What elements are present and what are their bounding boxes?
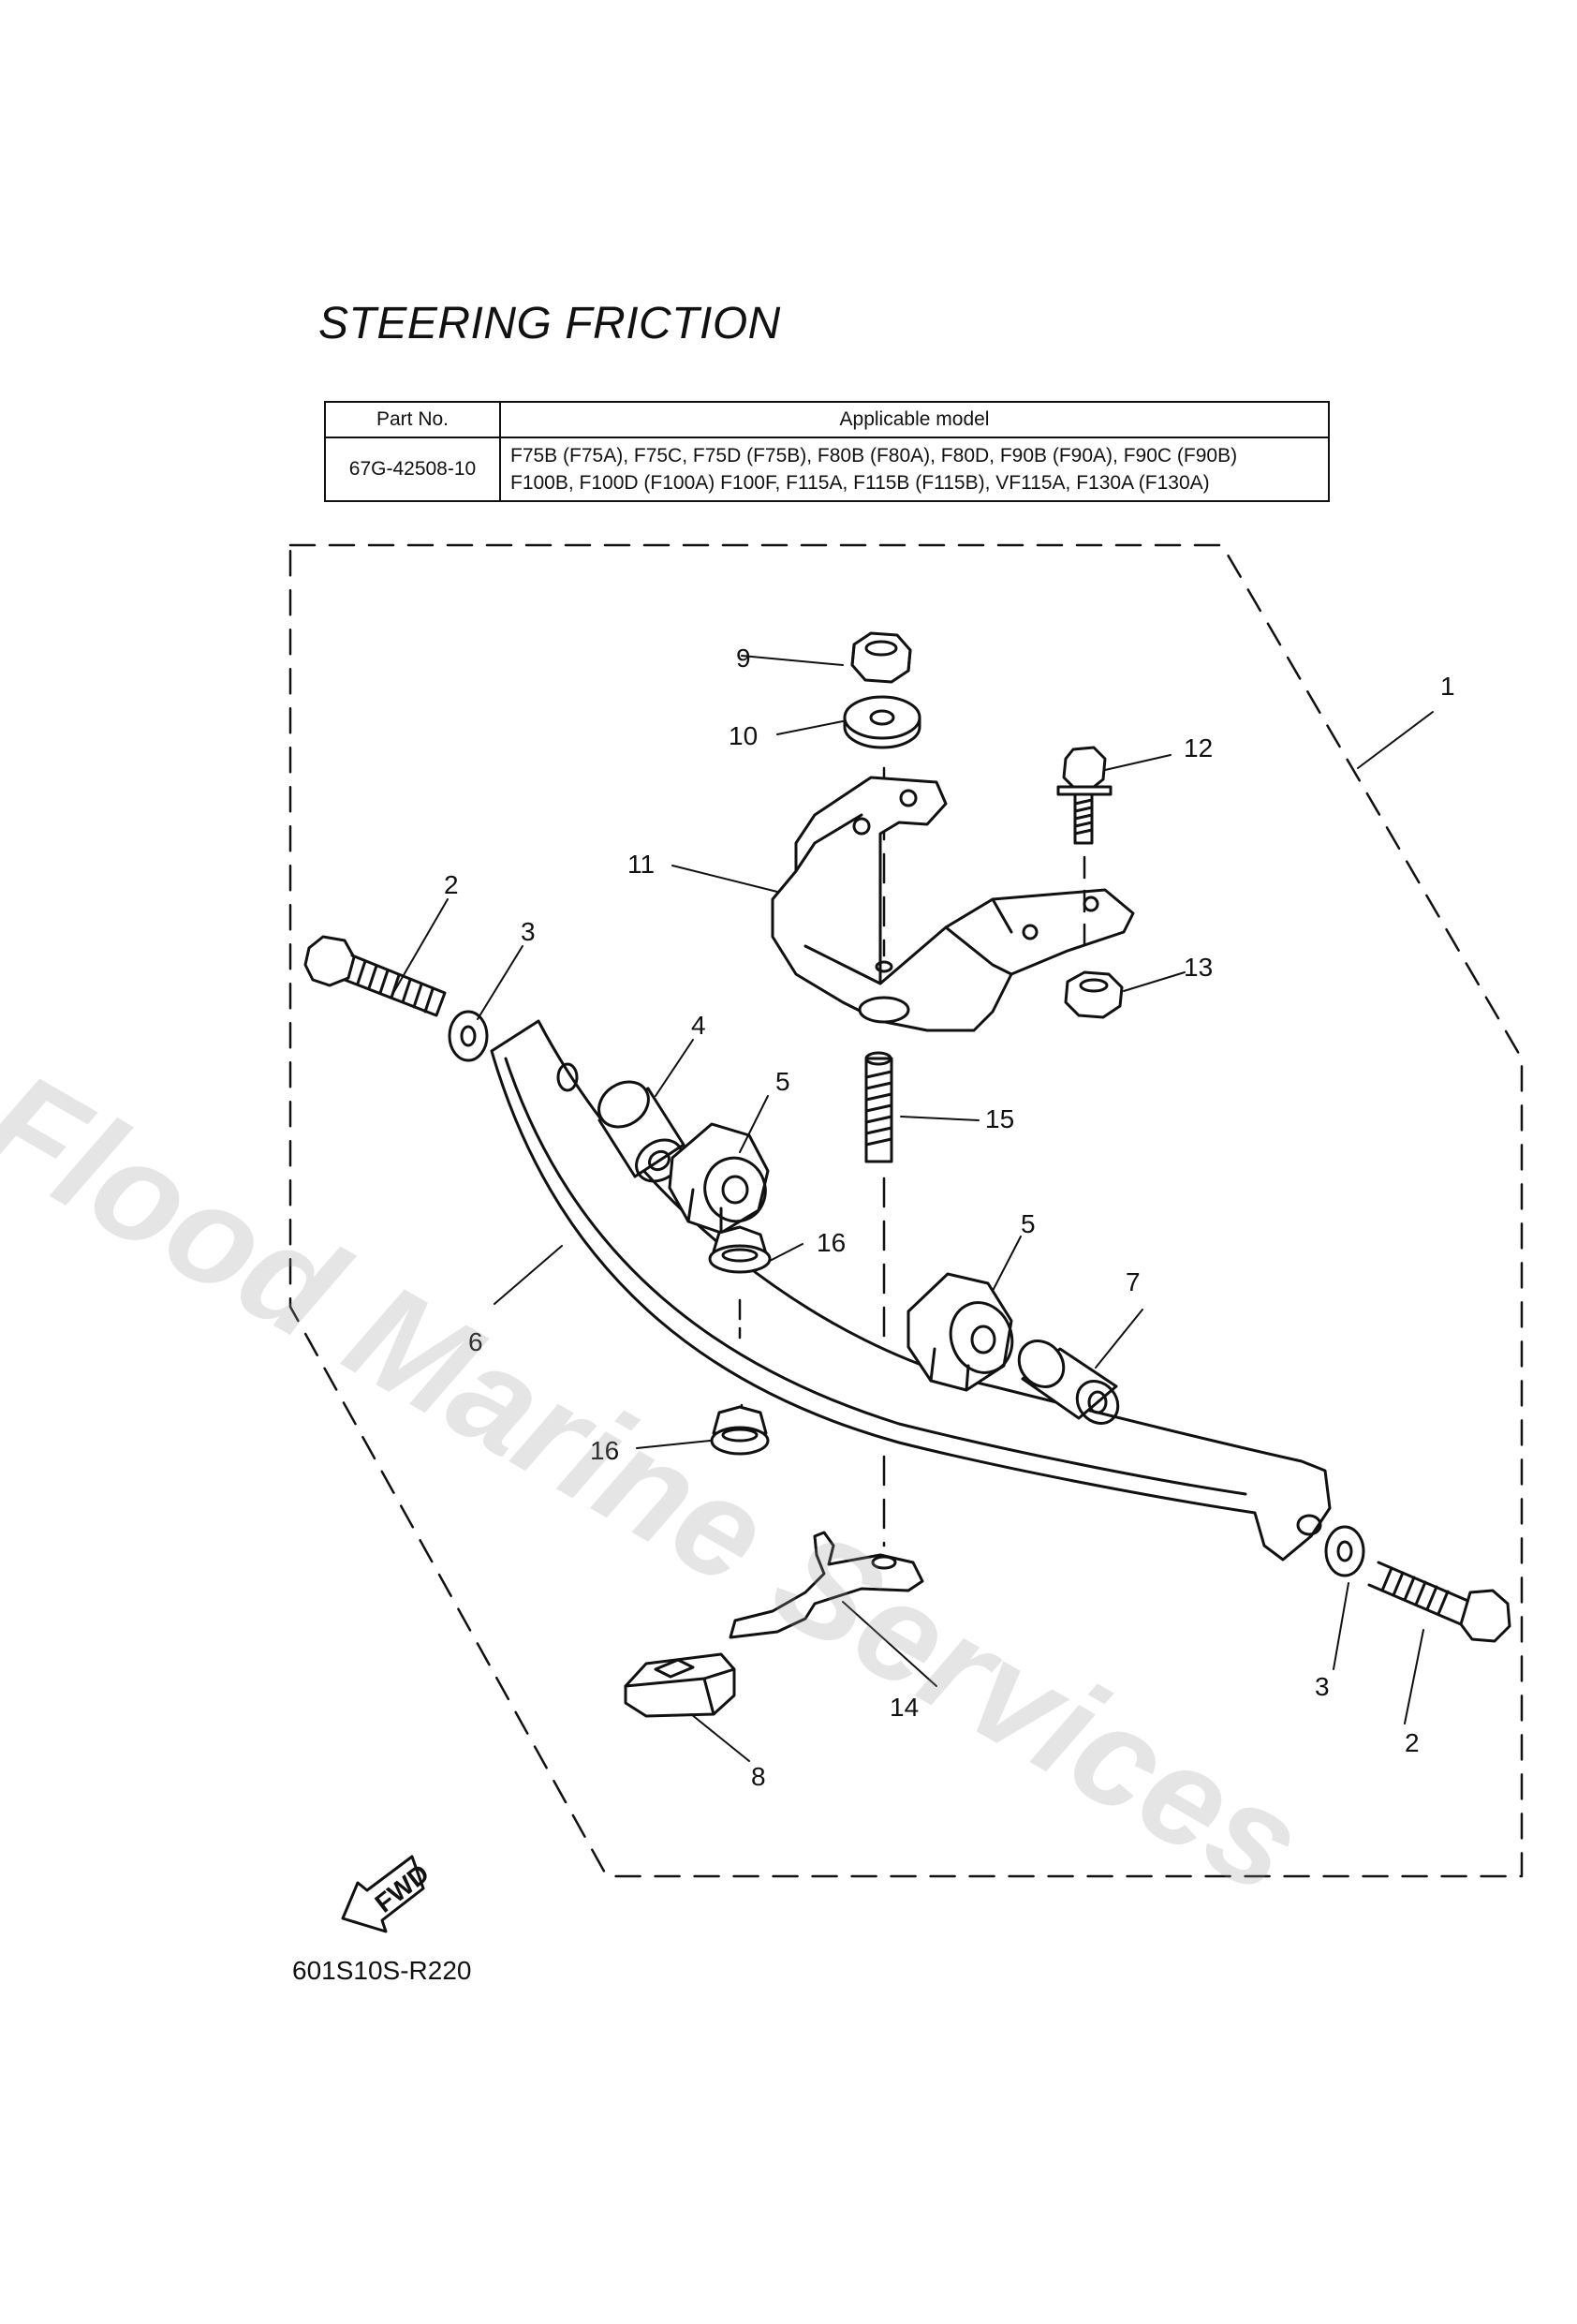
bushing-part-5-upper <box>668 1122 770 1235</box>
collar-part-7 <box>1017 1340 1120 1425</box>
callout-12: 12 <box>1184 733 1213 762</box>
callout-numbers: 1 2 3 4 5 9 10 11 12 13 15 16 5 7 6 16 1… <box>444 644 1455 1791</box>
stud-part-15 <box>864 1051 893 1163</box>
part-number-cell: 67G-42508-10 <box>324 437 501 502</box>
grommet-part-16-lower <box>710 1403 770 1456</box>
column-header-applicable-model: Applicable model <box>499 401 1330 438</box>
callout-16: 16 <box>817 1228 846 1257</box>
callout-8: 8 <box>751 1762 766 1791</box>
callout-5: 5 <box>1021 1209 1036 1238</box>
washer-part-10 <box>843 695 921 749</box>
callout-14: 14 <box>890 1693 919 1722</box>
callout-4: 4 <box>691 1011 706 1040</box>
forward-direction-arrow <box>341 1855 425 1933</box>
table-row: 67G-42508-10 F75B (F75A), F75C, F75D (F7… <box>324 437 1330 502</box>
callout-1: 1 <box>1440 672 1455 701</box>
applicable-model-line: F75B (F75A), F75C, F75D (F75B), F80B (F8… <box>510 445 1238 466</box>
page-title: STEERING FRICTION <box>318 299 781 348</box>
callout-11: 11 <box>627 850 655 879</box>
plate-part-14 <box>729 1531 924 1639</box>
washer-part-3-left <box>448 1010 489 1062</box>
applicable-model-table: Part No. Applicable model 67G-42508-10 F… <box>324 401 1330 502</box>
callout-15: 15 <box>985 1104 1014 1133</box>
washer-part-3-right <box>1324 1525 1365 1577</box>
diagram-code: 601S10S-R220 <box>292 1956 472 1985</box>
rubber-block-part-8 <box>624 1652 736 1718</box>
bushing-part-5-lower <box>906 1272 1014 1392</box>
flange-bolt-part-12 <box>1056 746 1113 845</box>
callout-2: 2 <box>1405 1728 1420 1757</box>
callout-3: 3 <box>521 917 536 946</box>
table-header-row: Part No. Applicable model <box>324 401 1330 438</box>
callout-5: 5 <box>775 1067 790 1096</box>
callout-6: 6 <box>468 1327 483 1356</box>
grommet-part-16-upper <box>708 1225 772 1340</box>
applicable-model-cell: F75B (F75A), F75C, F75D (F75B), F80B (F8… <box>499 437 1330 502</box>
bolt-part-2-left <box>303 935 447 1017</box>
callout-16: 16 <box>590 1436 619 1465</box>
nut-part-13 <box>1064 970 1124 1019</box>
lock-nut-part-9 <box>850 631 912 684</box>
callout-10: 10 <box>729 721 758 750</box>
applicable-model-line: F100B, F100D (F100A) F100F, F115A, F115B… <box>510 472 1210 494</box>
column-header-part-no: Part No. <box>324 401 501 438</box>
callout-7: 7 <box>1126 1267 1141 1296</box>
callout-13: 13 <box>1184 953 1213 982</box>
bolt-part-2-right <box>1367 1561 1511 1643</box>
leader-lines <box>392 655 1434 1762</box>
callout-9: 9 <box>736 644 751 673</box>
curved-arm-part-6 <box>490 1019 1332 1562</box>
assembly-boundary <box>288 543 1524 1878</box>
callout-2: 2 <box>444 870 459 899</box>
callout-3: 3 <box>1315 1672 1330 1701</box>
